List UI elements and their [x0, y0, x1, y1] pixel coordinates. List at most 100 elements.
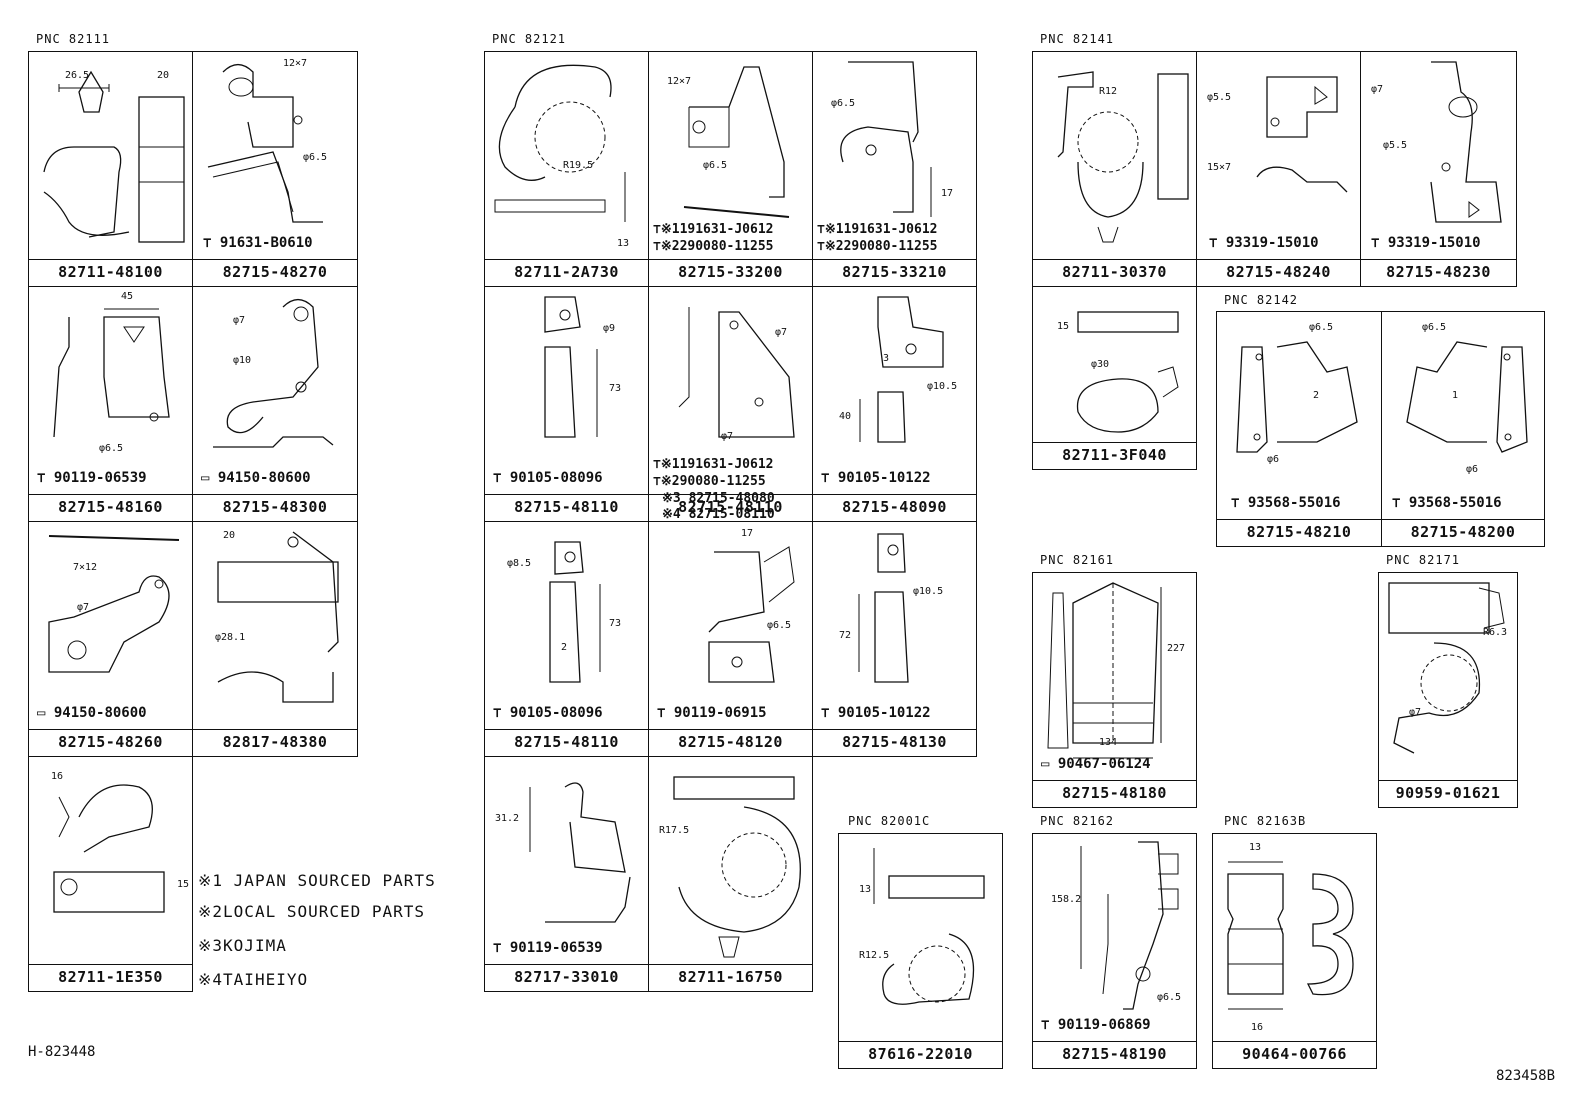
figure-id-right: 823458B — [1496, 1068, 1556, 1084]
part-cell: φ7 φ10 ▭ 94150-80600 82715-48300 — [192, 286, 358, 522]
dimension: φ30 — [1091, 359, 1110, 370]
fastener-text: 90467-06124 — [1057, 756, 1151, 772]
part-cell: φ9 73 ⊤ 90105-08096 82715-48110 — [484, 286, 649, 522]
part-drawing — [683, 66, 790, 218]
dimension: φ6.5 — [1157, 992, 1182, 1003]
part-cell: 12×7 φ6.5 ⊤※1191631-J0612 ⊤※2290080-1125… — [648, 51, 813, 287]
dimension: R12 — [1099, 86, 1118, 97]
mark: ※1 — [660, 457, 680, 472]
dimension: 20 — [223, 530, 236, 541]
pnc-label: PNC 82141 — [1040, 32, 1115, 46]
dimension: 45 — [121, 291, 134, 302]
part-number: 82715-48210 — [1217, 519, 1381, 546]
bolt-icon: ⊤ — [653, 239, 661, 254]
fastener-text: 91631-B0610 — [219, 235, 313, 251]
mark: ※2 — [660, 239, 680, 254]
fastener-text: 93319-15010 — [1387, 235, 1481, 251]
part-number: 82715-48110 — [485, 494, 648, 521]
dimension: φ7 — [77, 602, 90, 613]
part-number: 82711-16750 — [649, 964, 812, 991]
part-cell: R12 82711-30370 — [1032, 51, 1197, 287]
fastener-number: ⊤ 90105-08096 — [493, 705, 603, 721]
part-drawing — [53, 784, 165, 913]
dimension: R6.3 — [1483, 627, 1508, 638]
dimension: φ28.1 — [215, 632, 246, 643]
part-number: 82715-48110 — [649, 494, 812, 521]
dimension: 134 — [1099, 737, 1118, 748]
mark: ※2 — [824, 239, 844, 254]
fastener-number: ⊤ 90119-06539 — [37, 470, 147, 486]
part-drawing — [1406, 341, 1528, 453]
part-drawing — [1076, 311, 1179, 433]
dimension: 20 — [157, 70, 170, 81]
dimension: 3 — [883, 353, 890, 364]
dimension: 40 — [839, 411, 852, 422]
part-drawing — [217, 531, 339, 703]
part-drawing — [673, 776, 801, 958]
part-drawing — [207, 63, 323, 223]
fastener-text: 90080-11255 — [679, 474, 766, 489]
bolt-icon: ⊤ — [493, 940, 502, 956]
dimension: 13 — [617, 238, 630, 249]
part-number: 82715-48180 — [1033, 780, 1196, 807]
dimension: 15 — [177, 879, 190, 890]
mark: ※1 — [660, 222, 680, 237]
dimension: 15×7 — [1207, 162, 1232, 173]
part-cell: 13 R12.5 87616-22010 — [838, 833, 1003, 1069]
part-number: 82715-48230 — [1361, 259, 1516, 286]
dimension: φ9 — [603, 323, 616, 334]
variant-part: 82715-08110 — [688, 507, 775, 522]
part-cell: φ6.5 17 ⊤※1191631-J0612 ⊤※2290080-11255 … — [812, 51, 977, 287]
mark: ※4 — [662, 507, 681, 522]
fastener-text: 94150-80600 — [53, 705, 147, 721]
mark: ※2 — [660, 474, 680, 489]
note: ※3KOJIMA — [198, 936, 287, 955]
part-cell: R6.3 φ7 90959-01621 — [1378, 572, 1518, 808]
bolt-icon: ⊤ — [817, 222, 825, 237]
part-cell: φ8.5 73 2 ⊤ 90105-08096 82715-48110 — [484, 521, 649, 757]
part-drawing — [213, 298, 334, 448]
bolt-icon: ⊤ — [203, 235, 212, 251]
fastener-number: ⊤ 91631-B0610 — [203, 235, 313, 251]
part-drawing — [858, 533, 909, 683]
part-number: 82715-48300 — [193, 494, 357, 521]
part-drawing — [708, 546, 795, 683]
bolt-icon: ⊤ — [653, 474, 661, 489]
fastener-text: 191631-J0612 — [679, 222, 774, 237]
dimension: φ7 — [721, 431, 734, 442]
dimension: 31.2 — [495, 813, 520, 824]
fastener-number: ⊤ 93568-55016 — [1392, 495, 1502, 511]
nut-icon: ▭ — [201, 470, 210, 486]
dimension: φ6.5 — [831, 98, 856, 109]
fastener-text: 90119-06869 — [1057, 1017, 1151, 1033]
fastener-number: ⊤※2290080-11255 — [817, 239, 937, 254]
fastener-number: ▭ 94150-80600 — [37, 705, 147, 721]
part-drawing — [1047, 582, 1162, 759]
dimension: 2 — [1313, 390, 1320, 401]
part-cell: φ6.5 1 φ6 ⊤ 93568-55016 82715-48200 — [1381, 311, 1545, 547]
part-drawing — [678, 307, 795, 438]
dimension: R17.5 — [659, 825, 690, 836]
dimension: φ6.5 — [99, 443, 124, 454]
dimension: φ6.5 — [703, 160, 728, 171]
part-drawing — [1236, 341, 1358, 453]
fastener-text: 191631-J0612 — [843, 222, 938, 237]
dimension: 2 — [561, 642, 568, 653]
dimension: 72 — [839, 630, 852, 641]
fastener-text: 90105-10122 — [837, 705, 931, 721]
dimension: φ6.5 — [303, 152, 328, 163]
part-drawing — [1256, 76, 1348, 193]
fastener-text: 90105-10122 — [837, 470, 931, 486]
part-cell: 26.5 20 82711-48100 — [28, 51, 193, 287]
part-number: 82711-2A730 — [485, 259, 648, 286]
dimension: φ7 — [1371, 84, 1384, 95]
pnc-label: PNC 82161 — [1040, 553, 1115, 567]
dimension: φ7 — [775, 327, 788, 338]
dimension: 26.5 — [65, 70, 90, 81]
bolt-icon: ⊤ — [1041, 1017, 1050, 1033]
dimension: 73 — [609, 383, 622, 394]
part-number: 82711-30370 — [1033, 259, 1196, 286]
fastener-text: 90119-06915 — [673, 705, 767, 721]
fastener-text: 93319-15010 — [1225, 235, 1319, 251]
fastener-number: ⊤ 93319-15010 — [1371, 235, 1481, 251]
